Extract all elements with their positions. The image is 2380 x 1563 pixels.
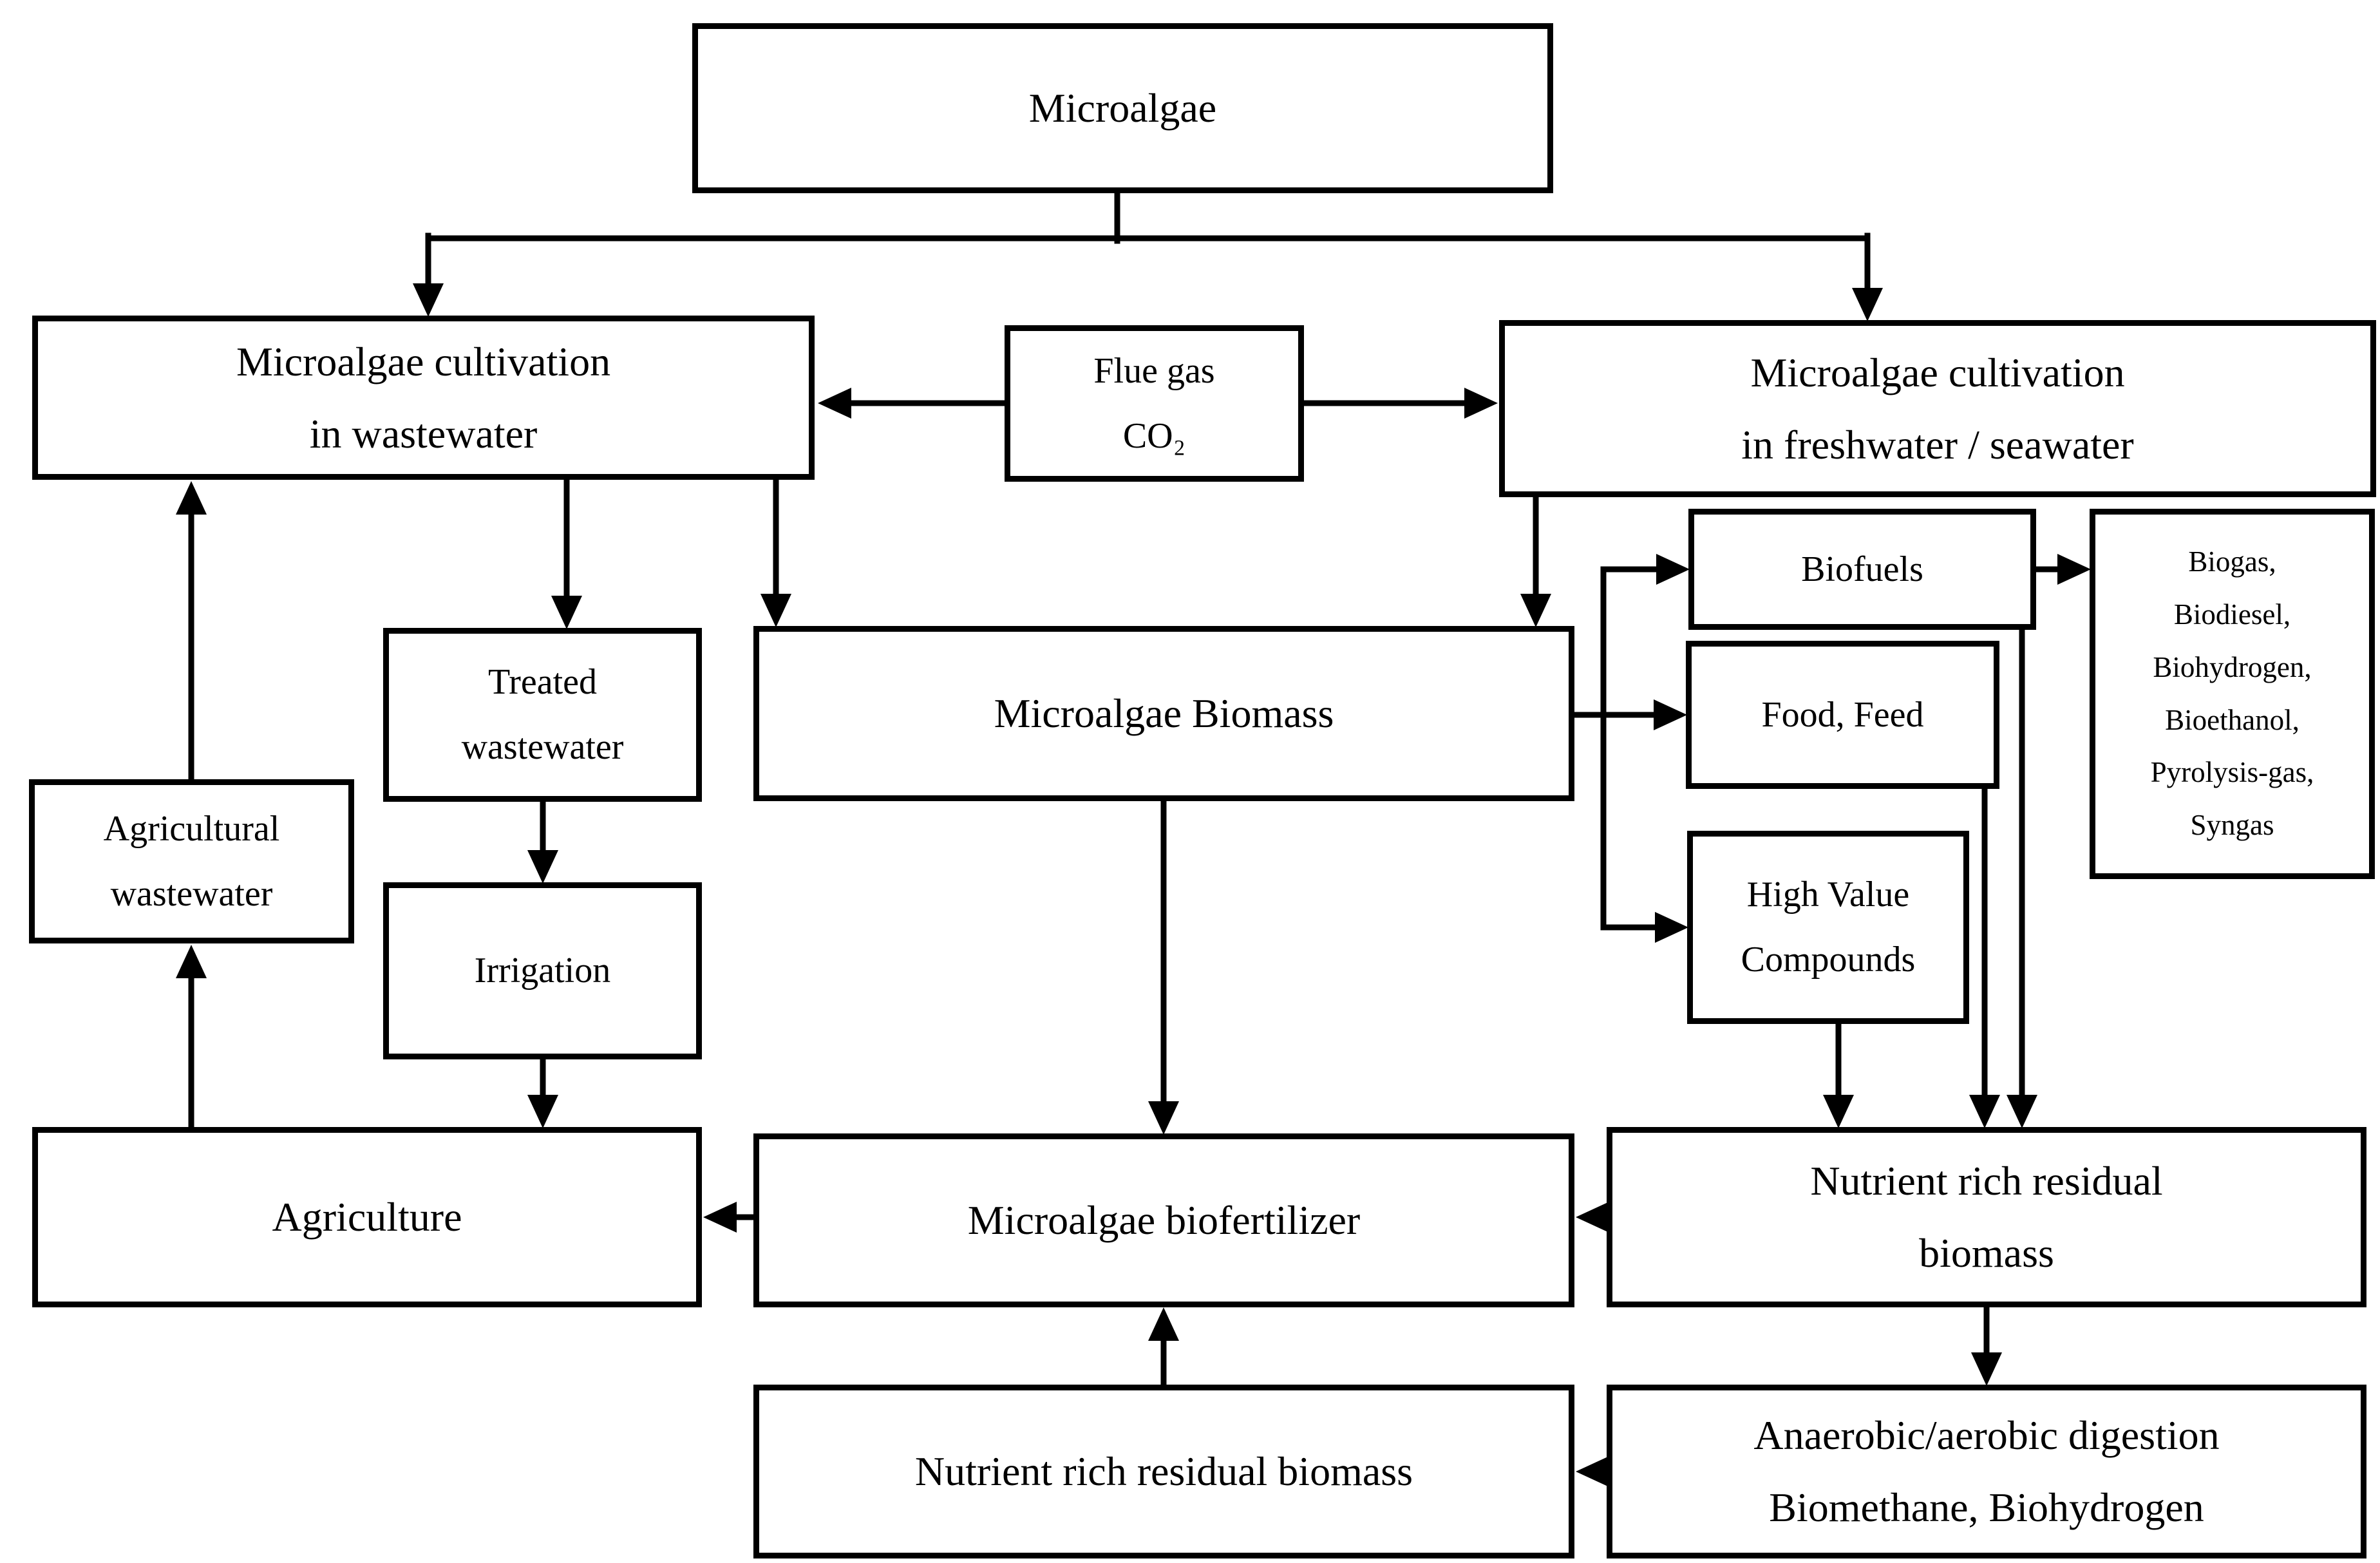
node-microalgae-biofertilizer-label: Microalgae biofertilizer — [967, 1197, 1361, 1243]
node-nutrient-rich-residual-biomass-upper: Nutrient rich residual biomass — [1607, 1127, 2366, 1307]
node-treated-wastewater-label: Treated wastewater — [461, 662, 624, 767]
arrow-biomass-to-biofertilizer — [1148, 797, 1179, 1135]
node-microalgae-biofertilizer: Microalgae biofertilizer — [753, 1133, 1574, 1307]
arrow-biofertilizer-to-agriculture-head — [703, 1202, 737, 1233]
arrow-agwastewater-to-cultivation — [176, 481, 207, 784]
arrow-fluegas-to-wastewater-cultivation — [818, 388, 1008, 419]
arrow-high-value-to-nutrient-upper-head — [1823, 1095, 1854, 1128]
arrow-nutrient-upper-to-anaerobic-head — [1971, 1352, 2002, 1386]
arrow-anaerobic-to-nutrient-lower — [1576, 1456, 1611, 1487]
node-anaerobic-digestion-label: Anaerobic/aerobic digestion Biomethane, … — [1753, 1412, 2220, 1530]
node-biofuel-products-label: Biogas, Biodiesel, Biohydrogen, Bioethan… — [2150, 545, 2314, 842]
arrow-biomass-to-biofertilizer-head — [1148, 1101, 1179, 1135]
arrow-treated-to-irrigation — [527, 797, 558, 884]
arrow-irrigation-to-agriculture — [527, 1055, 558, 1128]
node-agricultural-wastewater-label: Agricultural wastewater — [103, 808, 280, 914]
node-biofuels: Biofuels — [1688, 509, 2036, 630]
arrow-wastewater-cultivation-to-treated — [551, 475, 582, 629]
node-flue-gas: Flue gas CO₂ — [1005, 325, 1304, 482]
arrow-split-to-freshwater-cultivation-head — [1852, 288, 1883, 321]
arrow-wastewater-cultivation-to-biomass-head — [760, 594, 791, 627]
node-microalgae: Microalgae — [692, 23, 1553, 193]
arrow-trunk-to-biofuels — [1600, 554, 1690, 585]
arrow-irrigation-to-agriculture-head — [527, 1095, 558, 1128]
arrow-agriculture-to-agwastewater-head — [176, 945, 207, 978]
arrow-food-feed-to-nutrient-upper — [1969, 784, 2000, 1128]
arrow-trunk-to-high-value-head — [1655, 912, 1688, 943]
arrow-food-feed-to-nutrient-upper-head — [1969, 1095, 2000, 1128]
arrow-agriculture-to-agwastewater — [176, 945, 207, 1132]
node-agriculture: Agriculture — [32, 1127, 702, 1307]
arrow-nutrient-lower-to-biofertilizer-head — [1148, 1307, 1179, 1341]
arrow-fluegas-to-freshwater-cultivation — [1301, 388, 1498, 419]
arrow-high-value-to-nutrient-upper — [1823, 1019, 1854, 1128]
node-cultivation-wastewater: Microalgae cultivation in wastewater — [32, 316, 815, 480]
arrow-freshwater-cultivation-to-biomass-head — [1520, 594, 1551, 627]
arrow-agwastewater-to-cultivation-head — [176, 481, 207, 515]
arrow-biofuels-to-products-head — [2057, 554, 2091, 585]
arrow-biofuels-to-nutrient-upper — [2007, 625, 2037, 1128]
arrow-fluegas-to-freshwater-cultivation-head — [1464, 388, 1498, 419]
node-food-feed-label: Food, Feed — [1761, 694, 1924, 735]
node-nutrient-rich-residual-biomass-lower: Nutrient rich residual biomass — [753, 1385, 1574, 1558]
node-cultivation-wastewater-label: Microalgae cultivation in wastewater — [236, 338, 611, 457]
arrow-split-to-wastewater-cultivation-head — [413, 283, 444, 317]
arrow-nutrient-upper-to-biofertilizer — [1576, 1202, 1611, 1233]
node-high-value-compounds-label: High Value Compounds — [1741, 875, 1916, 980]
node-microalgae-label: Microalgae — [1028, 85, 1217, 131]
arrow-anaerobic-to-nutrient-lower-head — [1576, 1456, 1609, 1487]
arrow-fluegas-to-wastewater-cultivation-head — [818, 388, 851, 419]
node-agricultural-wastewater: Agricultural wastewater — [29, 779, 354, 943]
node-cultivation-freshwater: Microalgae cultivation in freshwater / s… — [1499, 320, 2376, 497]
node-biofuels-label: Biofuels — [1801, 549, 1923, 589]
node-treated-wastewater: Treated wastewater — [383, 628, 702, 802]
arrow-wastewater-cultivation-to-biomass — [760, 475, 791, 627]
arrow-biofuels-to-products — [2032, 554, 2091, 585]
node-anaerobic-digestion: Anaerobic/aerobic digestion Biomethane, … — [1607, 1385, 2366, 1558]
node-microalgae-biomass: Microalgae Biomass — [753, 626, 1574, 801]
arrow-nutrient-upper-to-anaerobic — [1971, 1303, 2002, 1386]
node-irrigation: Irrigation — [383, 882, 702, 1059]
node-food-feed: Food, Feed — [1686, 641, 1999, 789]
node-agriculture-label: Agriculture — [272, 1194, 462, 1240]
arrow-trunk-to-food-feed-head — [1654, 699, 1687, 730]
node-microalgae-biomass-label: Microalgae Biomass — [994, 690, 1334, 736]
arrow-nutrient-upper-to-biofertilizer-head — [1576, 1202, 1609, 1233]
arrow-trunk-to-biofuels-head — [1656, 554, 1690, 585]
node-high-value-compounds: High Value Compounds — [1687, 831, 1969, 1024]
arrow-nutrient-lower-to-biofertilizer — [1148, 1307, 1179, 1389]
arrow-freshwater-cultivation-to-biomass — [1520, 493, 1551, 627]
arrow-split-to-wastewater-cultivation — [413, 232, 444, 317]
arrow-trunk-to-high-value — [1600, 912, 1688, 943]
arrow-treated-to-irrigation-head — [527, 850, 558, 884]
arrow-split-to-freshwater-cultivation — [1852, 232, 1883, 321]
arrow-trunk-to-food-feed — [1600, 699, 1687, 730]
arrow-biofuels-to-nutrient-upper-head — [2007, 1095, 2037, 1128]
node-nutrient-rich-residual-biomass-lower-label: Nutrient rich residual biomass — [914, 1448, 1413, 1494]
node-flue-gas-label: Flue gas CO₂ — [1093, 350, 1215, 456]
node-irrigation-label: Irrigation — [474, 951, 611, 991]
node-nutrient-rich-residual-biomass-upper-label: Nutrient rich residual biomass — [1810, 1158, 2163, 1276]
arrow-wastewater-cultivation-to-treated-head — [551, 596, 582, 629]
arrow-biofertilizer-to-agriculture — [703, 1202, 758, 1233]
node-cultivation-freshwater-label: Microalgae cultivation in freshwater / s… — [1741, 349, 2134, 468]
node-biofuel-products: Biogas, Biodiesel, Biohydrogen, Bioethan… — [2090, 509, 2375, 879]
